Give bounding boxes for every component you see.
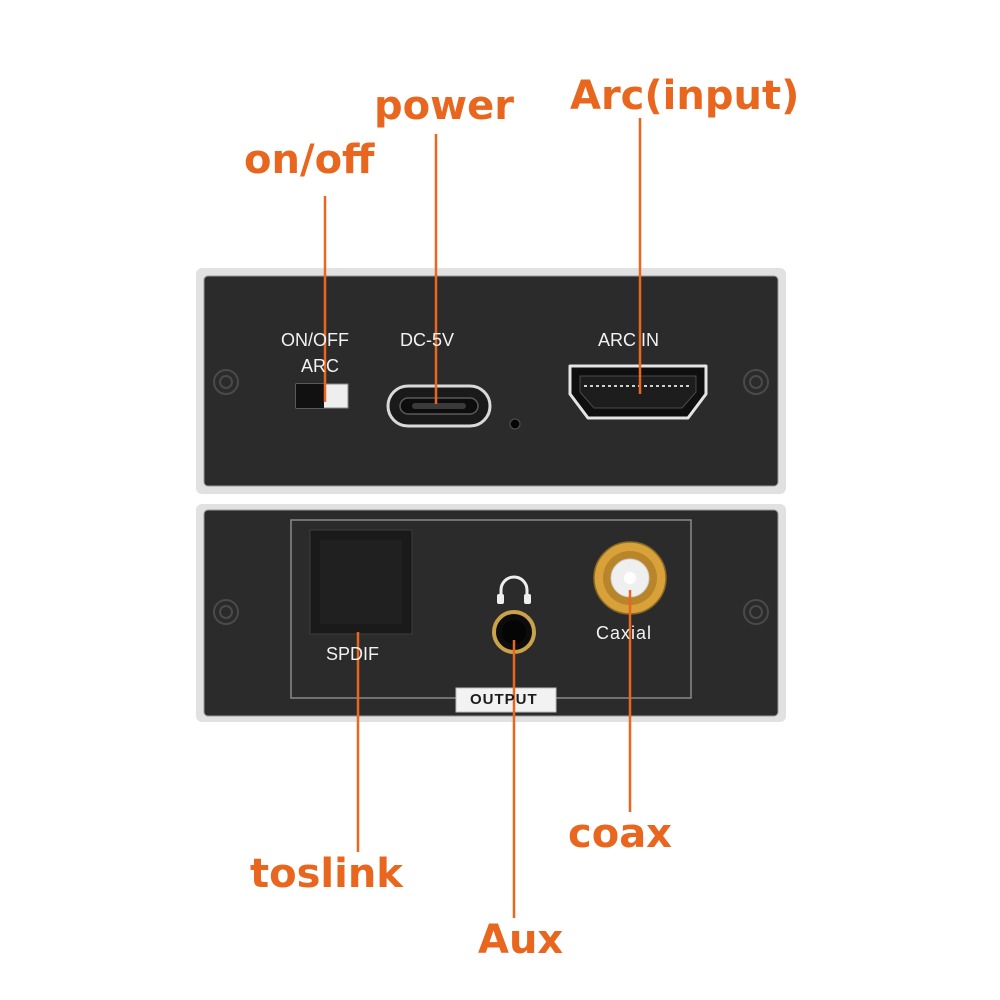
switch-label-on-off: ON/OFF (281, 330, 349, 350)
usb-c-power-port[interactable] (386, 384, 492, 428)
switch-label-arc: ARC (301, 356, 340, 376)
top-panel (196, 268, 786, 494)
screw-icon (213, 599, 239, 625)
callout-coax: coax (568, 811, 672, 857)
optical-port-label: SPDIF (326, 644, 380, 664)
top-panel-face (203, 275, 779, 487)
leader-lines (323, 118, 642, 918)
power-port-label: DC-5V (400, 330, 455, 350)
callout-power: power (374, 83, 514, 129)
callout-on-off: on/off (244, 137, 375, 183)
output-label: OUTPUT (470, 691, 538, 708)
coaxial-port-label: Caxial (596, 623, 653, 643)
coaxial-rca-jack[interactable] (593, 541, 667, 615)
headphones-icon (497, 575, 531, 604)
bottom-panel-face (203, 509, 779, 717)
output-tab (455, 687, 557, 713)
screw-icon (743, 369, 769, 395)
callout-toslink: toslink (250, 851, 403, 897)
status-led (509, 418, 521, 430)
callout-aux: Aux (478, 917, 564, 963)
spdif-optical-port[interactable] (309, 529, 413, 635)
screw-icon (743, 599, 769, 625)
callout-arc-input: Arc(input) (570, 73, 800, 119)
arc-switch[interactable] (295, 383, 349, 409)
hdmi-port-label: ARC IN (598, 330, 660, 350)
screw-icon (213, 369, 239, 395)
hdmi-arc-in-port[interactable] (568, 364, 708, 420)
bottom-panel (196, 504, 786, 722)
